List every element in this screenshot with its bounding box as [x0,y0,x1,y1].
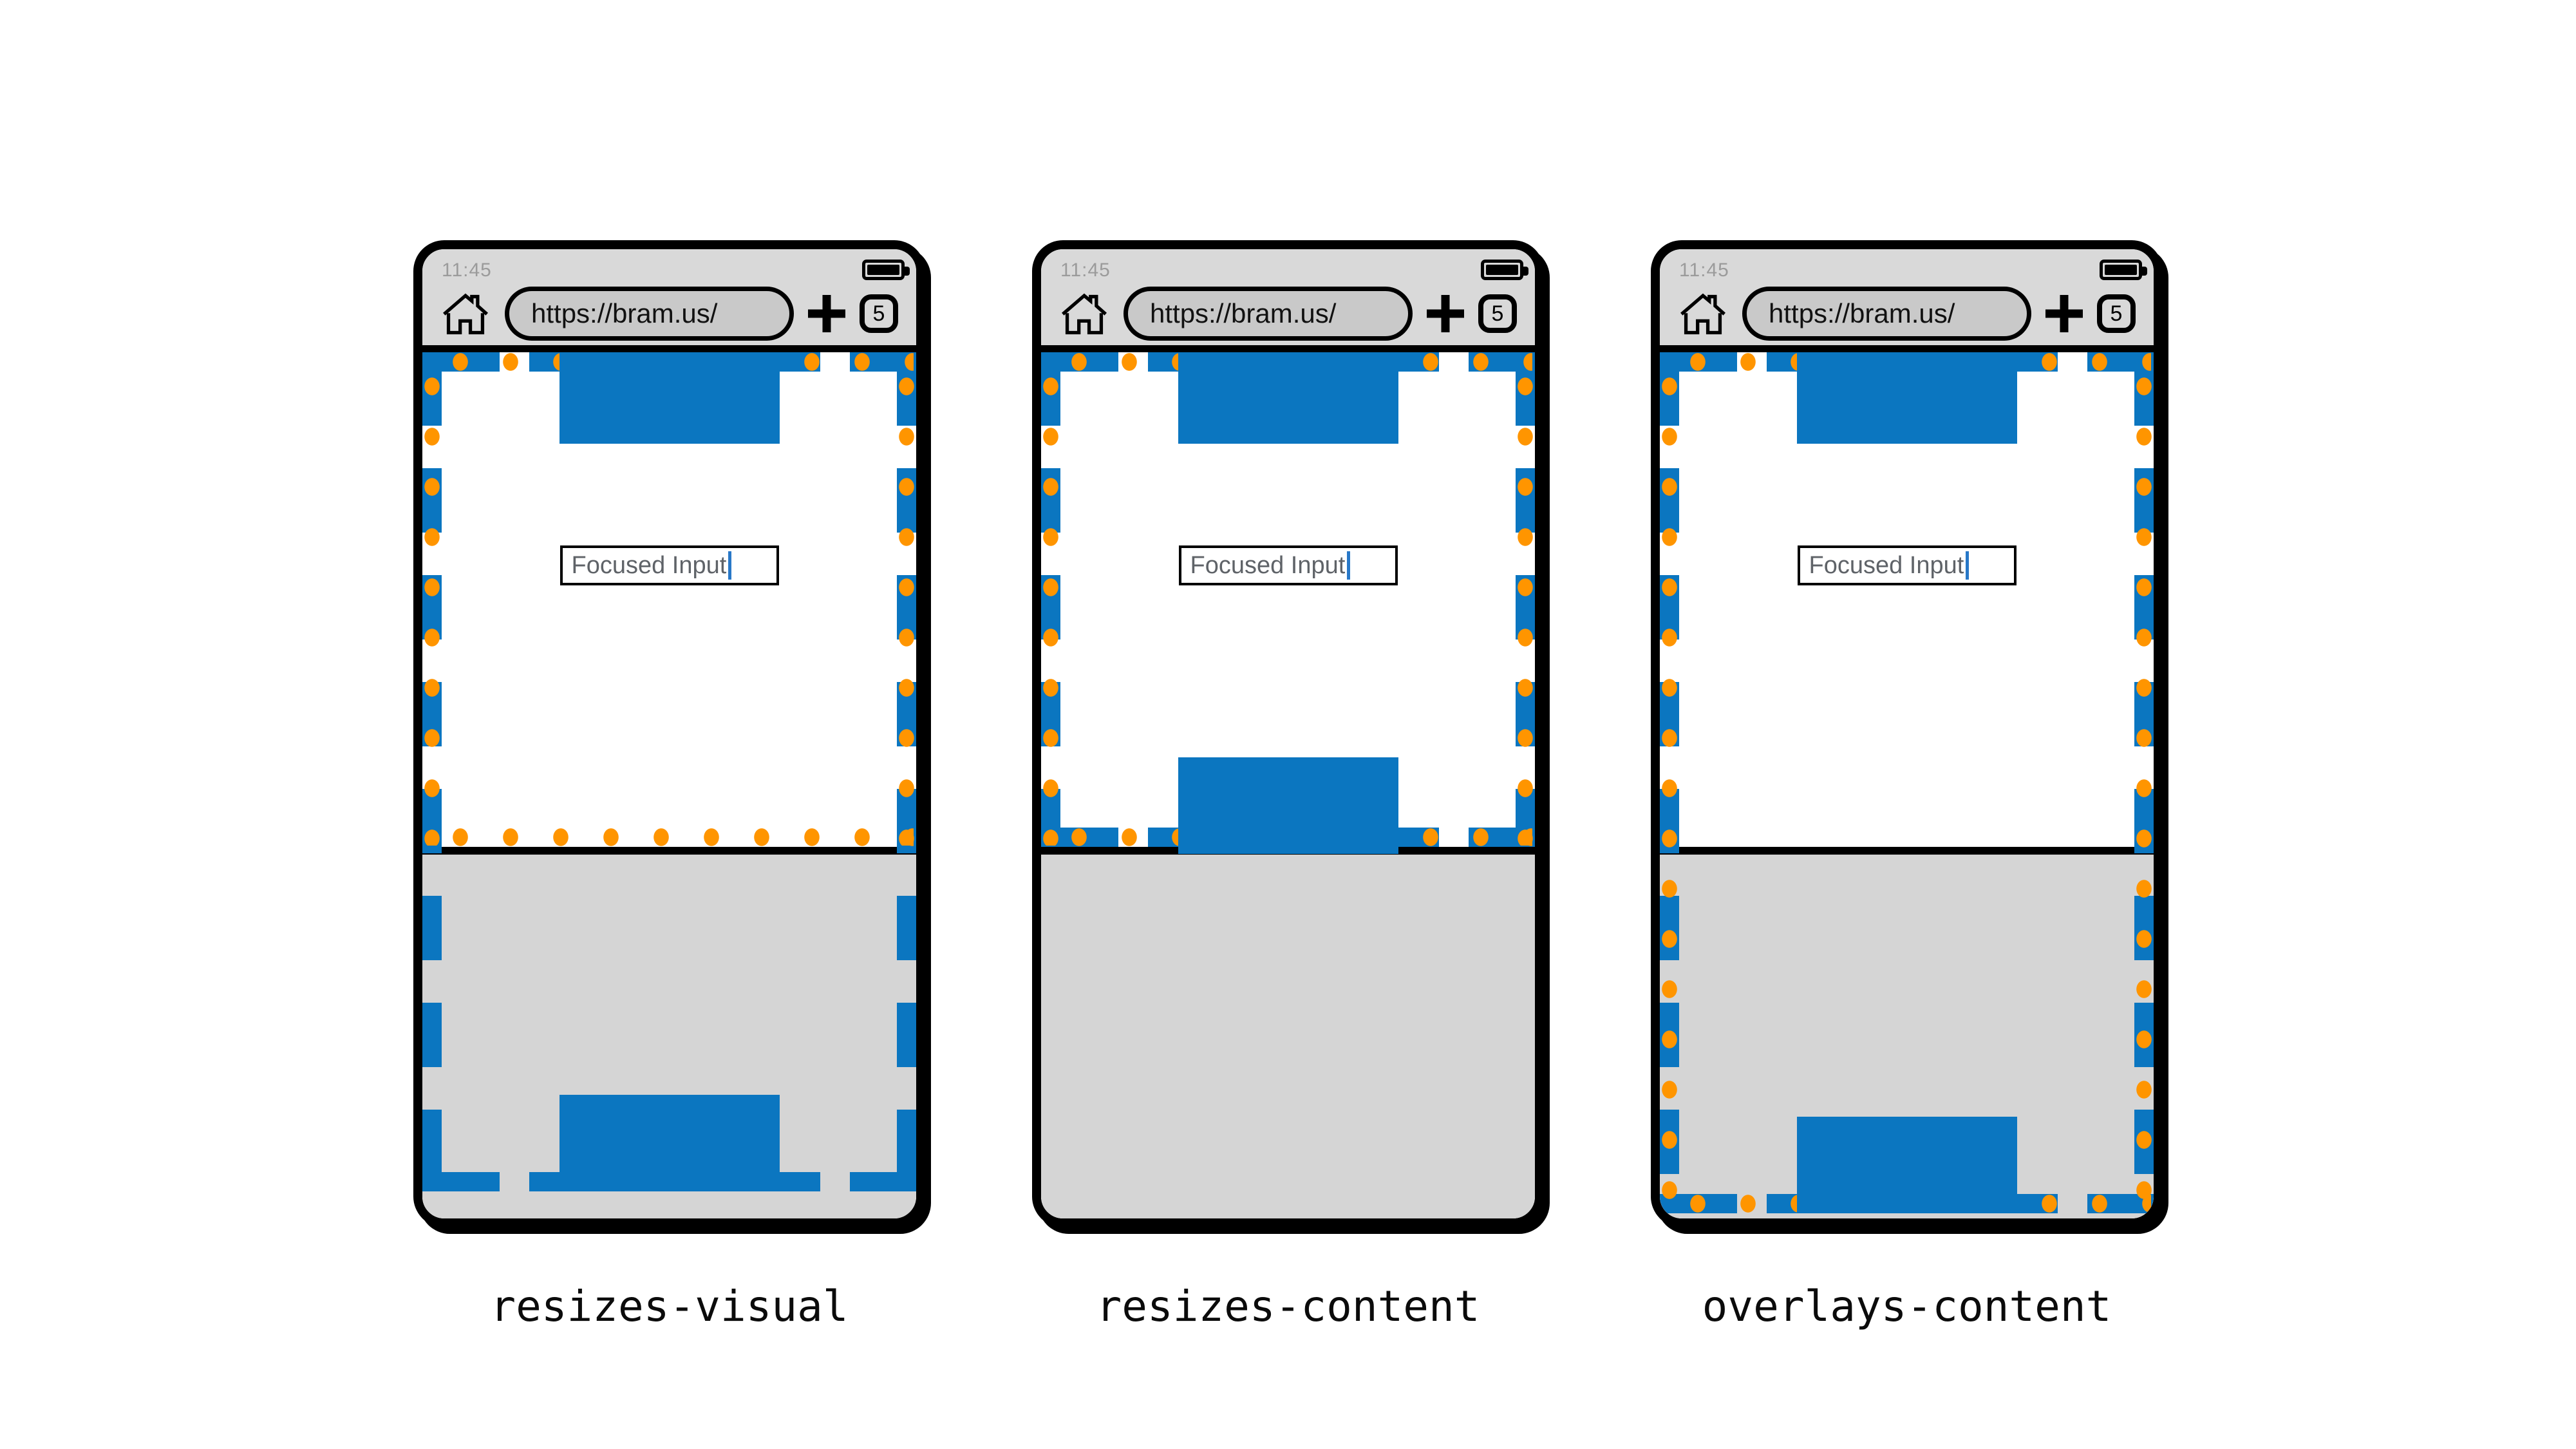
tab-counter-button[interactable]: 5 [2097,294,2136,333]
layout-border-right [1516,352,1535,847]
focused-input-value: Focused Input [1190,551,1346,579]
text-caret-icon [1347,551,1351,580]
browser-chrome: 11:45 https://bram.us/ [1041,249,1535,352]
phone-column: 11:45 https://bram.us/ [1032,240,1544,1331]
phone-mockup-resizes-visual: 11:45 https://bram.us/ [413,240,925,1227]
battery-icon [2100,260,2147,280]
url-text: https://bram.us/ [531,298,718,328]
focused-input[interactable]: Focused Input [1178,545,1398,585]
phone-mockup-overlays-content: 11:45 https://bram.us/ [1651,240,2163,1227]
battery-icon [1481,260,1528,280]
browser-navbar: https://bram.us/ 5 [1678,284,2136,343]
browser-navbar: https://bram.us/ 5 [1059,284,1517,343]
visual-dots-left [422,354,442,846]
mode-caption: resizes-visual [490,1282,849,1331]
focused-input-value: Focused Input [571,551,727,579]
focused-input-value: Focused Input [1809,551,1964,579]
phones-row: 11:45 https://bram.us/ [0,240,2576,1331]
url-text: https://bram.us/ [1769,298,1955,328]
fixed-header-bar [1796,352,2017,444]
battery-nub [1523,267,1528,276]
page-viewport-area: Focused Input [1041,352,1535,1218]
visual-dots-right [897,354,916,846]
focused-input[interactable]: Focused Input [1797,545,2017,585]
new-tab-plus-icon[interactable] [2045,295,2083,332]
page-viewport-area: Focused Input [1660,352,2154,1218]
battery-nub [905,267,910,276]
status-time: 11:45 [1060,260,1111,281]
home-icon[interactable] [1678,291,1728,336]
url-bar[interactable]: https://bram.us/ [1742,287,2031,341]
home-icon[interactable] [1059,291,1109,336]
status-time: 11:45 [442,260,492,281]
text-caret-icon [728,551,732,580]
tab-counter-button[interactable]: 5 [860,294,898,333]
visual-dots-right [1516,354,1535,846]
url-bar[interactable]: https://bram.us/ [505,287,794,341]
browser-chrome: 11:45 https://bram.us/ [1660,249,2154,352]
home-icon[interactable] [440,291,491,336]
phone-column: 11:45 https://bram.us/ [413,240,925,1331]
text-caret-icon [1966,551,1970,580]
fixed-footer-bar [1796,1117,2017,1213]
battery-fill [1486,265,1518,275]
battery-fill [2105,265,2137,275]
status-time: 11:45 [1679,260,1729,281]
fixed-footer-bar [559,1095,780,1191]
fixed-footer-bar [1178,757,1398,854]
url-bar[interactable]: https://bram.us/ [1123,287,1413,341]
tab-counter-button[interactable]: 5 [1478,294,1517,333]
phone-column: 11:45 https://bram.us/ [1651,240,2163,1331]
phone-mockup-resizes-content: 11:45 https://bram.us/ [1032,240,1544,1227]
mode-caption: resizes-content [1096,1282,1480,1331]
layout-border-left [1041,352,1060,847]
fixed-header-bar [1178,352,1398,444]
visual-dots-left [1041,354,1060,846]
new-tab-plus-icon[interactable] [808,295,845,332]
battery-icon [862,260,910,280]
url-text: https://bram.us/ [1150,298,1337,328]
focused-input[interactable]: Focused Input [559,545,779,585]
visual-dots-bottom [425,828,914,847]
virtual-keyboard-area [1041,847,1535,1218]
page-viewport-area: Focused Input [422,352,916,1218]
browser-chrome: 11:45 https://bram.us/ [422,249,916,352]
battery-fill [867,265,899,275]
battery-nub [2142,267,2147,276]
new-tab-plus-icon[interactable] [1427,295,1464,332]
fixed-header-bar [559,352,780,444]
browser-navbar: https://bram.us/ 5 [440,284,898,343]
mode-caption: overlays-content [1702,1282,2112,1331]
